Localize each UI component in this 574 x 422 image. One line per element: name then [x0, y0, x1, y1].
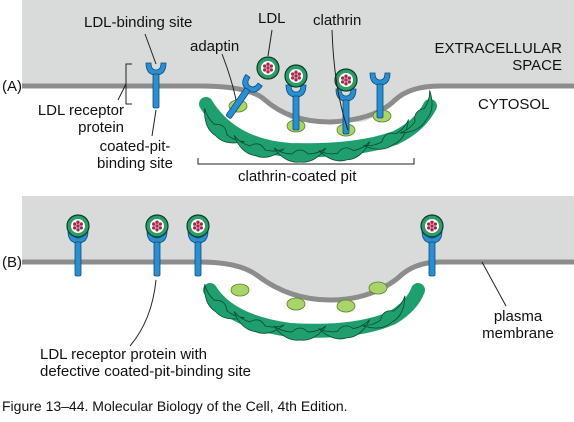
ldl-receptor-line1: LDL receptor — [37, 102, 124, 119]
defective-line1: LDL receptor protein with — [40, 346, 208, 363]
clathrin-label: clathrin — [313, 12, 362, 29]
extracellular-line2: SPACE — [512, 57, 562, 74]
coated-pit-line2: binding site — [97, 155, 173, 172]
coated-pit-line1: coated-pit- — [99, 138, 171, 155]
ldl-label: LDL — [258, 10, 286, 27]
plasma-line1: plasma — [493, 308, 543, 325]
figure-caption: Figure 13–44. Molecular Biology of the C… — [2, 398, 348, 414]
extracellular-space-label: EXTRACELLULAR SPACE — [400, 40, 562, 74]
coated-pit-binding-site-label: coated-pit- binding site — [80, 138, 190, 172]
clathrin-coated-pit-label: clathrin-coated pit — [238, 168, 357, 185]
adaptin-label: adaptin — [190, 38, 240, 55]
ldl-binding-site-label: LDL-binding site — [84, 14, 193, 31]
clathrin-coat-b — [195, 283, 425, 343]
panel-b-label: (B) — [2, 254, 22, 271]
ldl-receptor-protein-label: LDL receptor protein — [6, 102, 124, 136]
defective-receptor-label: LDL receptor protein with defective coat… — [40, 346, 251, 380]
clathrin-coat-a — [195, 90, 442, 165]
plasma-membrane-b — [22, 259, 574, 303]
plasma-membrane-label: plasma membrane — [476, 308, 560, 342]
defective-line2: defective coated-pit-binding site — [40, 363, 251, 380]
plasma-line2: membrane — [482, 325, 554, 342]
cytosol-label: CYTOSOL — [478, 96, 550, 113]
panel-a-label: (A) — [2, 78, 22, 95]
leader-lines-a — [117, 29, 415, 165]
leader-lines-b — [129, 261, 507, 347]
extracellular-line1: EXTRACELLULAR — [434, 40, 562, 57]
ldl-receptor-line2: protein — [78, 119, 124, 136]
